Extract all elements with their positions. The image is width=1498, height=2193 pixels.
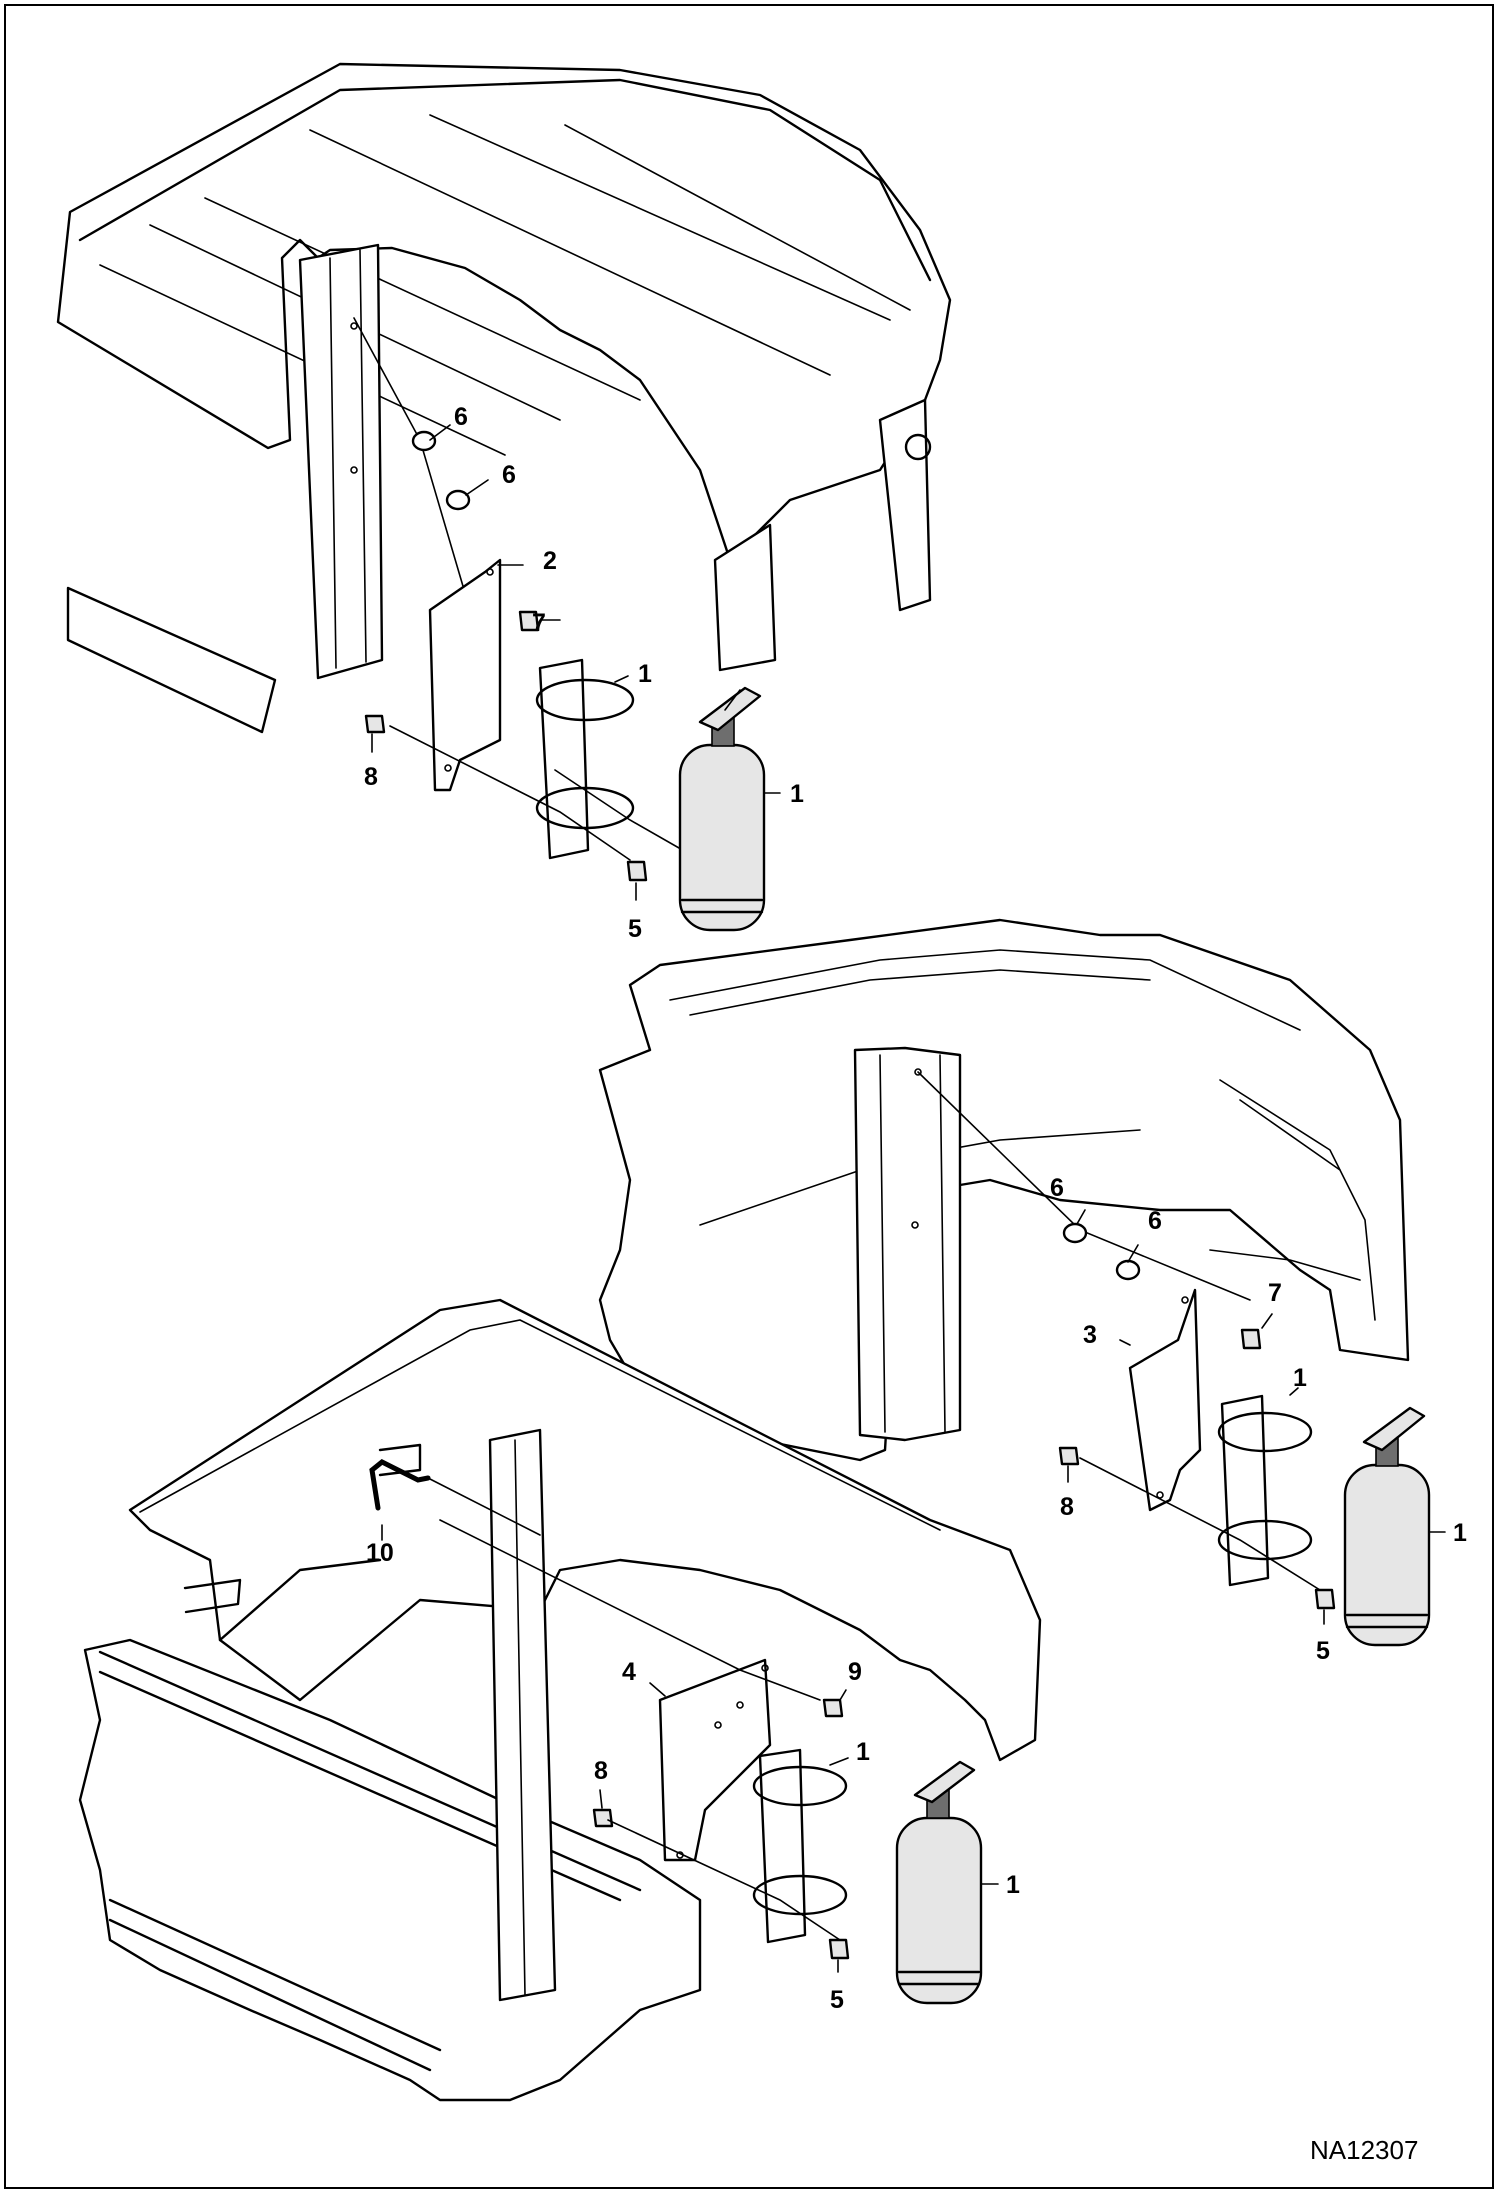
drawing-code: NA12307 xyxy=(1310,2135,1418,2165)
callout-1a: 1 xyxy=(638,660,652,688)
callout-1b: 1 xyxy=(790,780,804,808)
callout-5c: 5 xyxy=(830,1986,844,2014)
callout-3: 3 xyxy=(1083,1321,1097,1349)
callout-5a: 5 xyxy=(628,915,642,943)
callout-7a: 7 xyxy=(532,609,546,637)
callout-6b: 6 xyxy=(502,461,516,489)
callout-1e: 1 xyxy=(856,1738,870,1766)
callout-5b: 5 xyxy=(1316,1637,1330,1665)
callouts: 6 6 2 7 1 1 8 5 6 6 7 3 1 1 8 5 10 xyxy=(364,403,1467,2014)
callout-4: 4 xyxy=(622,1658,636,1686)
view-a-cab-roof xyxy=(56,62,952,932)
callout-1c: 1 xyxy=(1293,1364,1307,1392)
callout-8c: 8 xyxy=(594,1757,608,1785)
callout-6c: 6 xyxy=(1050,1174,1064,1202)
callout-8a: 8 xyxy=(364,763,378,791)
callout-7b: 7 xyxy=(1268,1279,1282,1307)
callout-6a: 6 xyxy=(454,403,468,431)
view-b-cab-roof xyxy=(598,918,1431,1647)
callout-9: 9 xyxy=(848,1658,862,1686)
callout-1f: 1 xyxy=(1006,1871,1020,1899)
callout-2: 2 xyxy=(543,547,557,575)
callout-6d: 6 xyxy=(1148,1207,1162,1235)
callout-10: 10 xyxy=(366,1539,394,1567)
callout-8b: 8 xyxy=(1060,1493,1074,1521)
view-c-cab-roof xyxy=(78,1298,1042,2102)
callout-1d: 1 xyxy=(1453,1519,1467,1547)
